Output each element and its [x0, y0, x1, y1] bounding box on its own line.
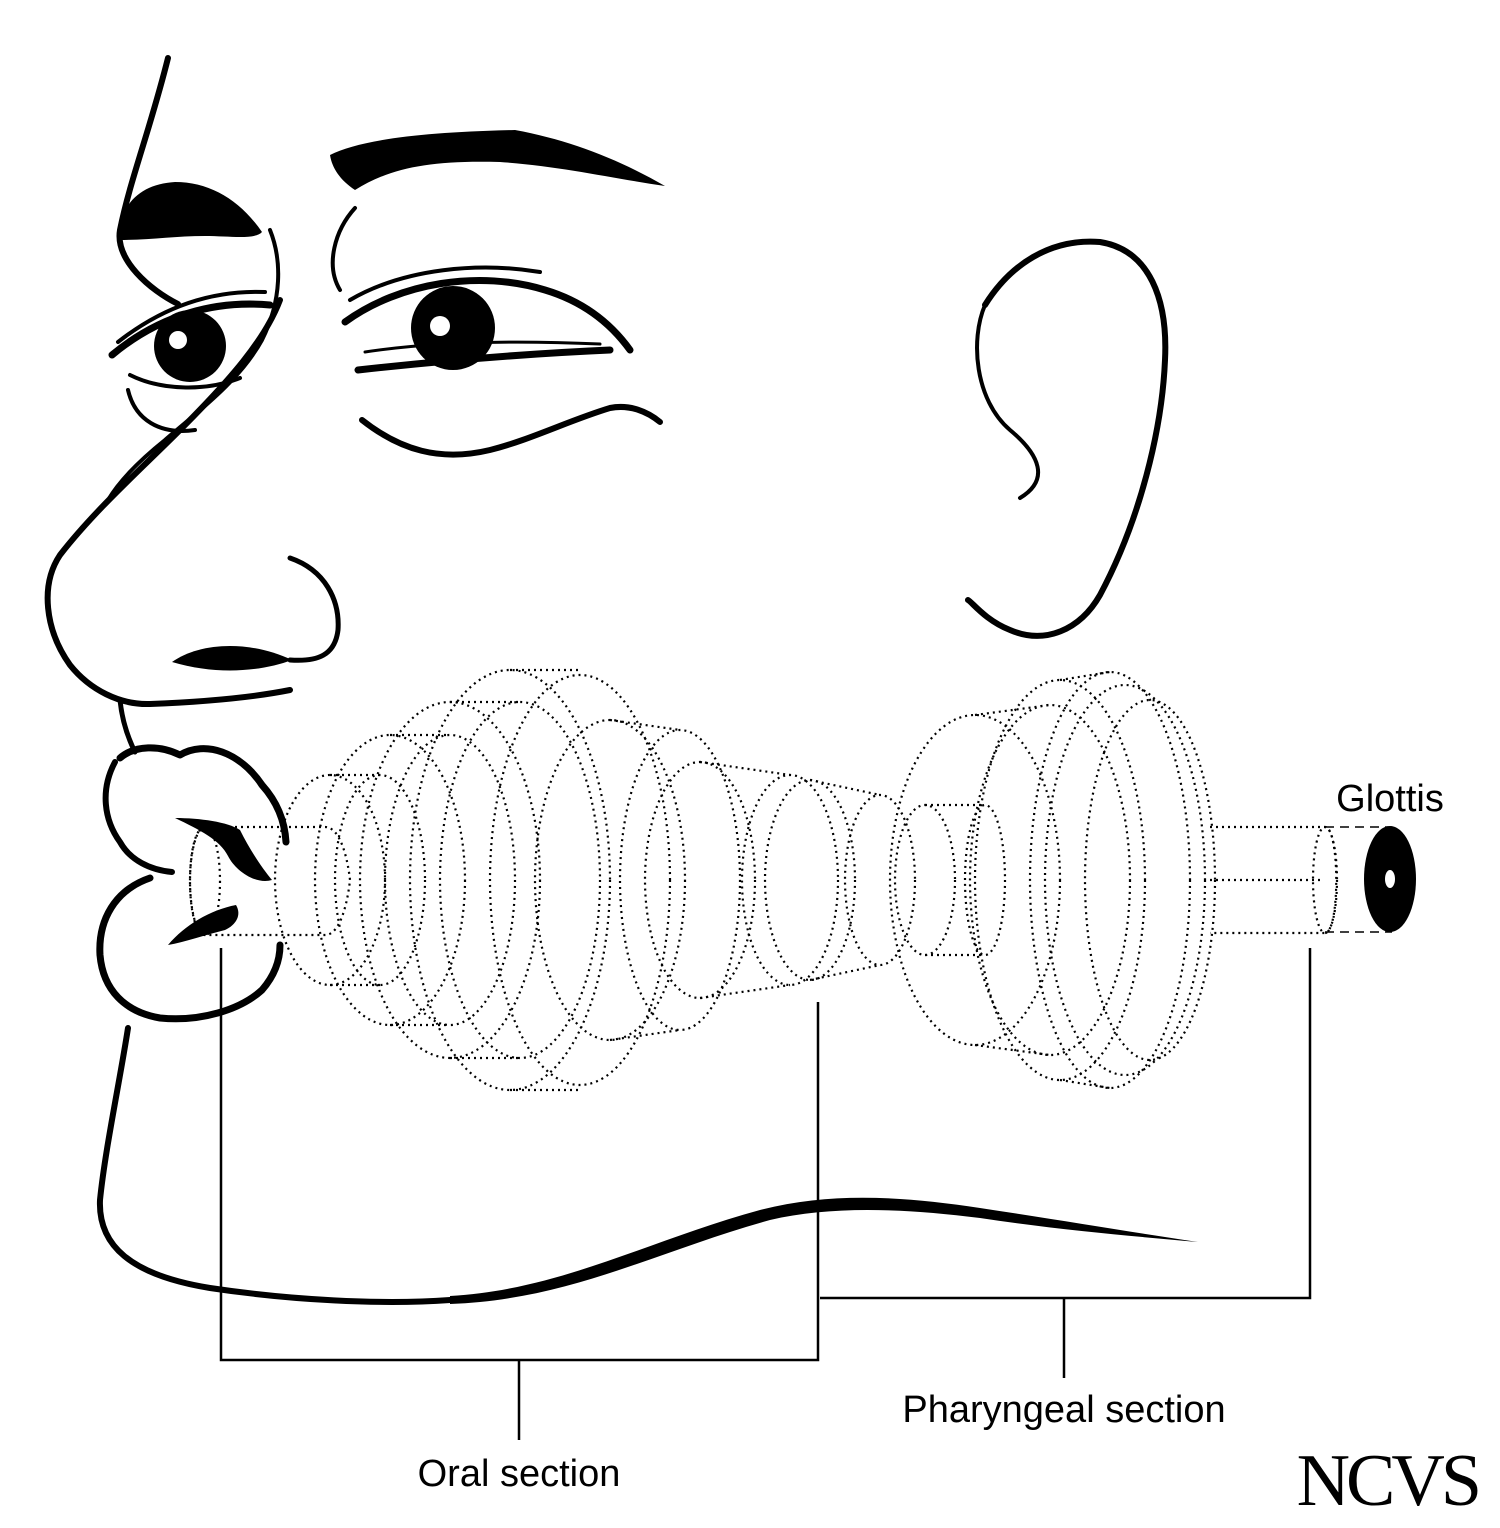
- oral-cylinder-1-body: [330, 773, 380, 987]
- right-eye-socket-line: [330, 206, 357, 292]
- section-brackets: [219, 948, 1312, 1440]
- pharyngeal-section-bracket: [820, 948, 1312, 1300]
- glottis-opening: [1385, 870, 1395, 888]
- chin-line: [96, 1025, 453, 1305]
- pharyngeal-cylinder-2-body: [1059, 670, 1111, 1090]
- right-eye-highlight: [430, 316, 450, 336]
- right-eye-iris: [411, 286, 495, 370]
- oral-cylinder-4: [408, 668, 612, 1092]
- constriction-back: [963, 803, 1007, 957]
- oral-cylinder-4-back: [488, 673, 672, 1087]
- left-eyebrow: [119, 182, 262, 240]
- right-eyebrow: [330, 130, 665, 190]
- lip-corner-upper: [102, 759, 175, 875]
- nostril-wing: [287, 555, 341, 663]
- oral-cylinder-3-back: [438, 700, 602, 1060]
- ear-outer: [965, 238, 1169, 639]
- ncvs-logo: NCVS: [1297, 1440, 1478, 1522]
- left-eye-iris: [154, 310, 226, 382]
- pharyngeal-cylinder-2-back: [1028, 670, 1192, 1090]
- oral-cylinder-2-back: [383, 733, 517, 1027]
- right-eye-crease: [348, 265, 542, 302]
- oral-cylinder-5-back: [618, 728, 742, 1032]
- pharyngeal-section-label: Pharyngeal section: [902, 1389, 1225, 1431]
- nostril: [172, 645, 292, 671]
- upper-lip: [116, 744, 290, 846]
- vocal-tract-tube-model: [188, 668, 1416, 1092]
- oral-cylinder-2: [313, 733, 467, 1027]
- lip-tube-end: [188, 825, 222, 937]
- oral-cylinder-2-body: [390, 733, 450, 1027]
- oral-cylinder-6-body: [699, 760, 791, 1000]
- oral-cylinder-7: [763, 778, 857, 982]
- constriction-body: [925, 803, 985, 957]
- oral-cylinder-3: [358, 700, 542, 1060]
- jaw-line: [450, 1197, 1198, 1304]
- lower-lip: [96, 874, 284, 1023]
- oral-cylinder-6: [643, 760, 757, 1000]
- face-forehead-line: [116, 55, 181, 307]
- oral-cylinder-7-body: [809, 778, 881, 982]
- lip-line-lower: [168, 905, 239, 945]
- left-cheek-line: [106, 228, 281, 502]
- right-eye-upper-lid: [341, 277, 634, 354]
- pharyngeal-cylinder-1: [888, 713, 1062, 1047]
- oral-cylinder-4-body: [510, 668, 580, 1092]
- oral-cylinder-7-back: [843, 793, 917, 967]
- pharyngeal-cylinder-3: [1043, 683, 1207, 1077]
- glottal-tube-end: [1311, 825, 1339, 935]
- oral-cylinder-1: [273, 773, 387, 987]
- pharyngeal-cylinder-2: [973, 678, 1147, 1082]
- pharyngeal-cylinder-1-back: [968, 703, 1132, 1057]
- oral-section-label: Oral section: [418, 1453, 621, 1495]
- left-eye-lower-lid: [128, 373, 242, 390]
- left-eye-bag: [126, 388, 197, 433]
- pharyngeal-cylinder-3-back: [1083, 698, 1217, 1062]
- lip-tube: [188, 825, 352, 937]
- constriction-cylinder: [893, 803, 957, 957]
- lip-line-upper: [175, 818, 272, 881]
- right-cheek-line: [359, 404, 663, 458]
- left-eye-highlight: [169, 331, 187, 349]
- pharyngeal-cylinder-1-body: [974, 703, 1051, 1057]
- oral-cylinder-6-back: [740, 773, 840, 987]
- oral-cylinder-1-back: [333, 773, 427, 987]
- ear-inner: [975, 303, 1040, 500]
- left-eye-crease: [116, 289, 267, 344]
- face-drawing: [44, 55, 1198, 1305]
- glottis-label: Glottis: [1336, 778, 1444, 820]
- philtrum-line: [117, 697, 138, 755]
